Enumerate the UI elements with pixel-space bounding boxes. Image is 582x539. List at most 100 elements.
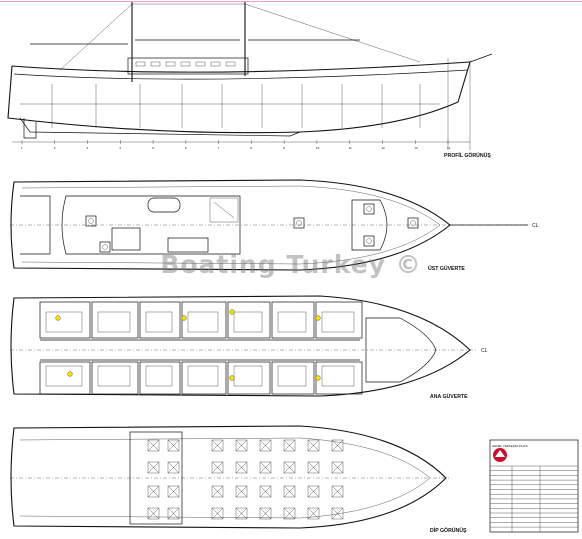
tank-box [307,439,320,452]
tank-cross [235,485,248,498]
cabin-starboard [315,361,363,395]
title-block-frame [489,439,579,533]
berth-port [45,311,83,333]
tank-box [167,485,180,498]
hatch [407,217,419,229]
cabin-port [139,301,181,339]
keel [19,117,301,137]
tank-cross [147,439,160,452]
station-number: 8 [250,146,252,150]
tank-cross [167,461,180,474]
tank-cross [307,507,320,520]
station-number: 9 [283,146,285,150]
wc-marker [315,375,321,381]
hatch [99,241,111,253]
tank-cross [307,485,320,498]
tank-box [283,485,296,498]
hatch-handle [88,218,94,224]
tank-cross [167,507,180,520]
tank-cross [211,485,224,498]
tank-box [235,507,248,520]
cabin-port [271,301,315,339]
hatch-handle [366,238,372,244]
hatch [363,235,375,247]
foredeck-sunbed [351,199,388,251]
berth-starboard [187,365,219,387]
hatch-handle [410,220,416,226]
tank-box [211,485,224,498]
berth-port [97,311,131,333]
tank-box [331,461,344,474]
cockpit-bench [167,237,209,253]
station-number: 3 [87,146,89,150]
tank-box [331,485,344,498]
cabin-starboard [227,361,271,395]
cabin-port [227,301,271,339]
cabin-starboard [39,361,91,395]
tank-cross [147,485,160,498]
main-deck-caption: ANA GÜVERTE [430,393,468,400]
cabin-starboard [181,361,227,395]
main-centerline-label: CL [481,348,488,354]
engine-room [129,431,183,525]
deckhouse-window [225,61,236,67]
deck-line [13,69,469,80]
cabin-port [315,301,363,339]
tank-cross [235,461,248,474]
tank-cross [211,461,224,474]
upper-deck-view: CL ÜST GÜVERTE [10,179,539,272]
station-number: 2 [54,146,56,150]
tank-box [167,507,180,520]
bottom-tanks [147,439,344,520]
wc-marker [55,315,61,321]
tank-cross [331,439,344,452]
upper-centerline-label: CL [532,223,539,229]
cabin-starboard [139,361,181,395]
wc-marker [181,315,187,321]
tank-cross [167,439,180,452]
berth-starboard [97,365,131,387]
tank-cross [331,485,344,498]
tank-cross [307,461,320,474]
tank-box [147,461,160,474]
deckhouse-profile [127,57,249,75]
main-deck-outline [10,295,471,397]
deckhouse-window [195,61,206,67]
bowsprit-profile [469,53,493,63]
tank-cross [283,507,296,520]
profile-caption: PROFİL GÖRÜNÜŞ [444,152,491,159]
tank-cross [211,507,224,520]
cabin-port [91,301,139,339]
tank-cross [283,439,296,452]
tank-cross [235,507,248,520]
berth-port [277,311,307,333]
tank-cross [259,439,272,452]
forepeak-cabin [365,317,437,383]
tank-box [259,485,272,498]
washrooms [55,309,321,381]
title-block: GENEL YERLEŞİM PLANI [489,439,579,533]
berth-starboard [45,365,83,387]
tank-cross [259,507,272,520]
tank-cross [167,485,180,498]
tank-cross [331,507,344,520]
berth-starboard [233,365,263,387]
top-border-line [0,1,582,2]
station-number: 13 [414,146,418,150]
tank-box [147,507,160,520]
tank-box [283,439,296,452]
tank-box [167,461,180,474]
hatch-handle [102,244,108,250]
bottom-view: DİP GÖRÜNÜŞ [10,425,467,534]
cabin-port [181,301,227,339]
station-number: 10 [316,146,320,150]
sheer-line [11,61,471,73]
hatch-handle [366,206,372,212]
deckhouse-window [180,61,191,67]
seal-logo-mark [495,450,505,457]
tank-cross [259,485,272,498]
rudder [23,118,37,139]
